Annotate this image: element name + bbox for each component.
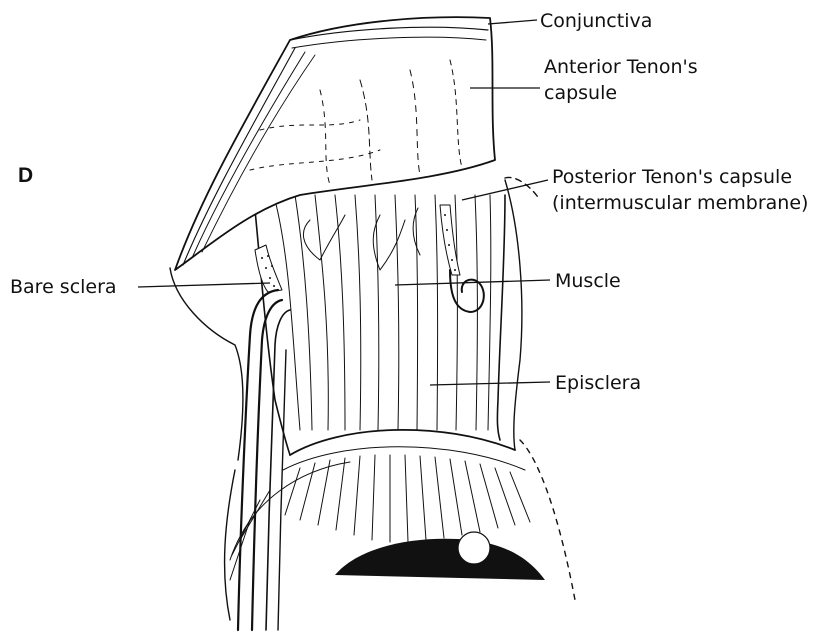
muscle-hook-right [450, 270, 484, 312]
label-anterior-tenon-2: capsule [544, 82, 617, 104]
label-anterior-tenon-1: Anterior Tenon's [544, 56, 698, 78]
label-conjunctiva: Conjunctiva [540, 10, 652, 32]
panel-letter: D [18, 164, 33, 187]
label-muscle: Muscle [555, 270, 621, 292]
bare-sclera-strips [255, 205, 460, 292]
leader-bare-sclera [138, 283, 270, 287]
label-posterior-tenon-1: Posterior Tenon's capsule [552, 166, 792, 188]
retractor-instrument [238, 290, 290, 630]
label-episclera: Episclera [555, 372, 641, 394]
leader-episclera [430, 382, 550, 385]
label-bare-sclera: Bare sclera [10, 276, 117, 298]
leader-muscle [395, 280, 550, 285]
pupil [335, 532, 545, 580]
muscle-body [255, 195, 505, 455]
leader-conjunctiva [488, 20, 537, 24]
label-posterior-tenon-2: (intermuscular membrane) [552, 192, 808, 214]
